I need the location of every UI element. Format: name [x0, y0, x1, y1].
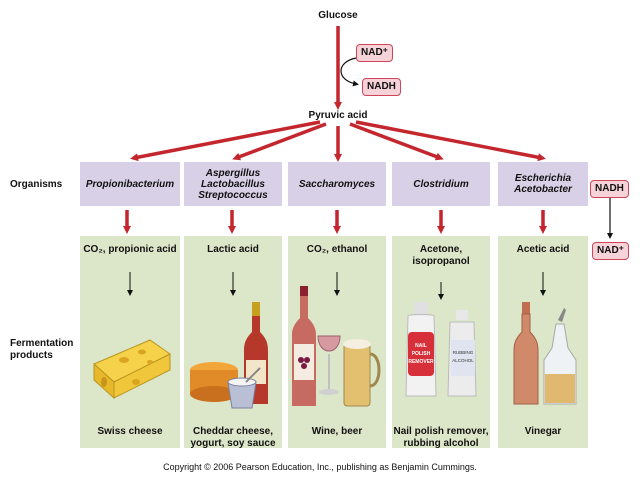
cheddar-yogurt-soy-illustration: [190, 272, 268, 409]
product-label-3: CO₂, ethanol: [306, 244, 368, 255]
product-column-2: Lactic acid Cheddar cheese,yogurt, soy s…: [184, 236, 282, 449]
pyruvate-arrow-2: [232, 122, 327, 161]
food-label-3: Wine, beer: [311, 426, 363, 437]
pyruvate-arrow-4: [349, 122, 444, 161]
organism-box-1: Propionibacterium: [80, 162, 180, 206]
product-column-4: Acetone,isopropanol NAIL POLISH REMOVER …: [392, 236, 490, 449]
food-label-2: Cheddar cheese,yogurt, soy sauce: [190, 426, 276, 449]
polish-label-text-1: NAIL: [415, 343, 427, 349]
solvent-bottles-illustration: NAIL POLISH REMOVER RUBBING ALCOHOL: [405, 282, 477, 397]
copyright-notice: Copyright © 2006 Pearson Education, Inc.…: [163, 462, 477, 472]
product-column-5: Acetic acid Vinegar: [498, 236, 588, 448]
side-nadh-pill: NADH: [590, 180, 629, 198]
alcohol-label-text-2: ALCOHOL: [452, 358, 474, 363]
pyruvate-arrow-5: [355, 120, 546, 162]
product-label-2: Lactic acid: [207, 244, 259, 255]
organism-box-4: Clostridium: [392, 162, 490, 206]
nad-reduction-arrow: [340, 57, 359, 87]
polish-label-text-2: POLISH: [412, 351, 431, 357]
side-nad-plus-pill: NAD⁺: [592, 242, 629, 260]
product-column-3: CO₂, ethanol Wine, beer: [288, 236, 386, 448]
product-label-1: CO₂, propionic acid: [83, 244, 177, 255]
product-column-1: CO₂, propionic acid Swiss cheese: [80, 236, 180, 448]
product-label-5: Acetic acid: [516, 244, 570, 255]
wine-beer-illustration: [292, 272, 381, 407]
swiss-cheese-illustration: [93, 272, 171, 400]
food-label-1: Swiss cheese: [97, 426, 163, 437]
alcohol-label-text-1: RUBBING: [453, 350, 474, 355]
vinegar-illustration: [513, 272, 577, 405]
product-label-4: Acetone,isopropanol: [412, 244, 470, 267]
organisms-row-label: Organisms: [10, 179, 63, 190]
fermentation-row-label: Fermentation products: [10, 338, 74, 361]
nad-plus-pill: NAD⁺: [356, 44, 393, 62]
glucose-label: Glucose: [318, 10, 358, 21]
pyruvic-acid-label: Pyruvic acid: [308, 110, 368, 121]
food-label-4: Nail polish remover,rubbing alcohol: [393, 426, 489, 449]
nadh-pill: NADH: [362, 78, 401, 96]
pyruvate-arrow-1: [130, 120, 321, 162]
food-label-5: Vinegar: [524, 426, 562, 437]
organism-box-3: Saccharomyces: [288, 162, 386, 206]
polish-label-text-3: REMOVER: [408, 359, 434, 365]
